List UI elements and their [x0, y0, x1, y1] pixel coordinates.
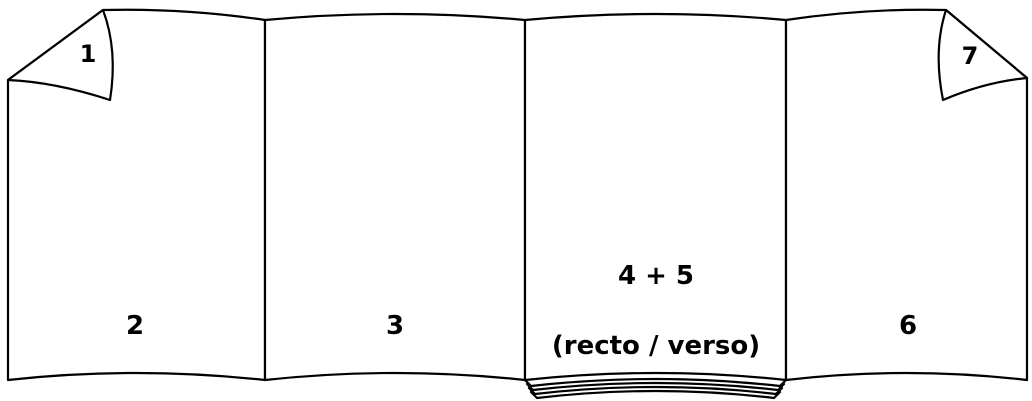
page-curl-left-icon — [6, 8, 114, 102]
page-curl-right-icon — [937, 8, 1029, 102]
page-4-5-label: 4 + 5 — [618, 261, 694, 291]
page-6-panel — [784, 8, 1029, 382]
page-1-label: 1 — [80, 40, 97, 68]
page-stack-icon — [523, 377, 788, 400]
page-6-label: 6 — [899, 311, 917, 341]
page-4-5-panel — [523, 12, 788, 382]
page-3-label: 3 — [386, 311, 404, 341]
page-2-label: 2 — [126, 311, 144, 341]
page-4-5-note: (recto / verso) — [552, 331, 760, 361]
page-2-panel — [6, 8, 267, 382]
page-7-label: 7 — [962, 42, 979, 70]
